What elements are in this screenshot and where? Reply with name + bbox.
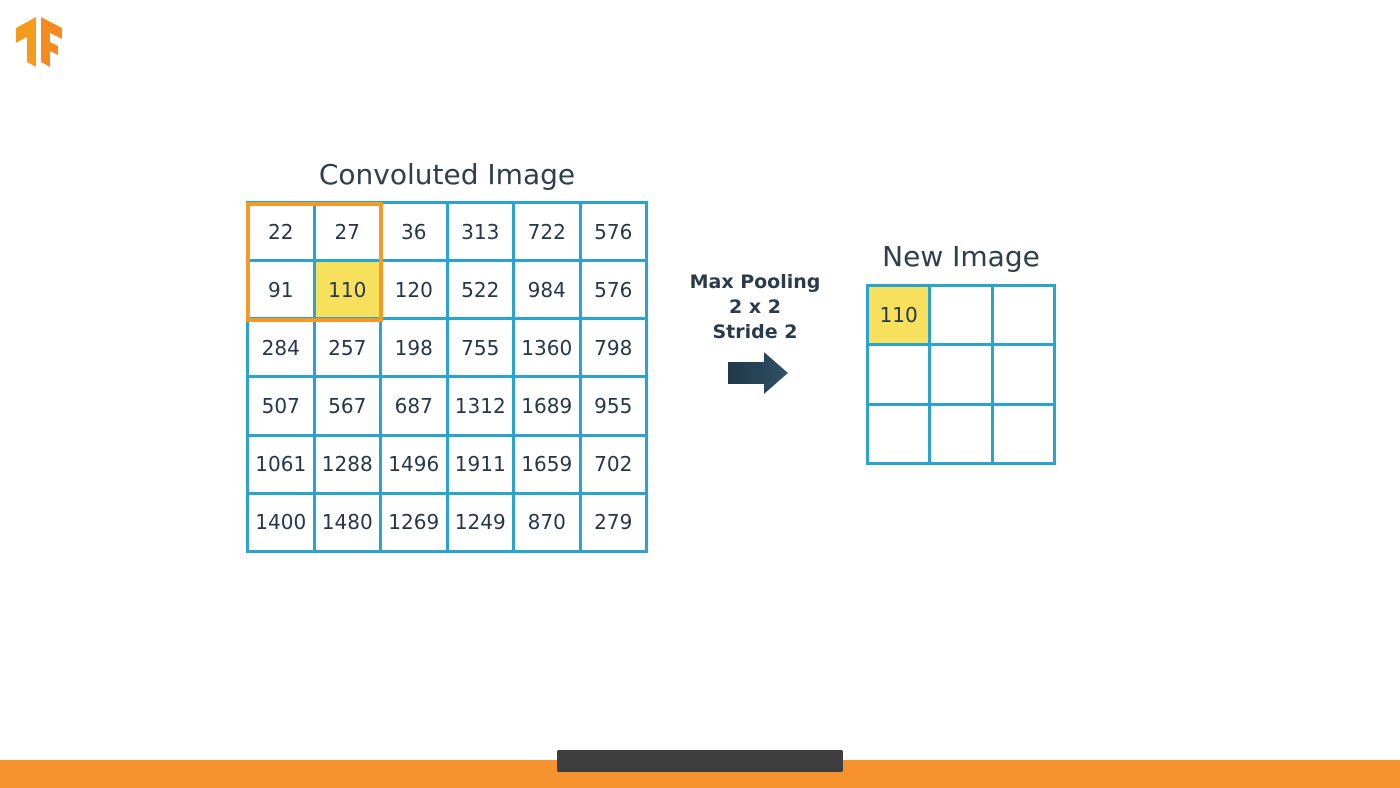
new-image-row xyxy=(865,343,1057,406)
convoluted-image-cell: 507 xyxy=(246,375,316,437)
convoluted-image-cell: 279 xyxy=(578,491,648,554)
convoluted-image-cell: 313 xyxy=(445,200,515,263)
convoluted-image-cell: 984 xyxy=(512,259,582,321)
new-image-cell xyxy=(865,343,932,406)
convoluted-image-cell: 1269 xyxy=(379,491,449,554)
convoluted-image-cell: 1496 xyxy=(379,433,449,495)
convoluted-image-cell: 567 xyxy=(312,375,382,437)
convoluted-image-cell: 1659 xyxy=(512,433,582,495)
new-image-row: 110 xyxy=(865,283,1057,347)
new-image-cell xyxy=(990,343,1057,406)
convoluted-image-cell: 687 xyxy=(379,375,449,437)
convoluted-image-cell: 1400 xyxy=(246,491,316,554)
operation-label: Max Pooling 2 x 2 Stride 2 xyxy=(680,270,830,345)
convoluted-image-cell: 1360 xyxy=(512,317,582,379)
new-image-cell xyxy=(928,402,994,466)
convoluted-image-cell: 198 xyxy=(379,317,449,379)
convoluted-image-cell: 110 xyxy=(312,259,382,321)
new-image-cell xyxy=(990,283,1057,347)
convoluted-image-cell: 1911 xyxy=(445,433,515,495)
convoluted-image-cell: 1249 xyxy=(445,491,515,554)
convoluted-image-cell: 27 xyxy=(312,200,382,263)
new-image-cell xyxy=(928,283,994,347)
new-image-row xyxy=(865,402,1057,466)
tensorflow-logo-icon xyxy=(16,17,62,67)
convoluted-image-cell: 1689 xyxy=(512,375,582,437)
convoluted-image-cell: 576 xyxy=(578,200,648,263)
pool-size: 2 x 2 xyxy=(729,296,781,318)
convoluted-image-cell: 798 xyxy=(578,317,648,379)
convoluted-image-cell: 870 xyxy=(512,491,582,554)
stride-label: Stride 2 xyxy=(712,321,798,343)
arrow-right-icon xyxy=(728,352,788,394)
convoluted-image-cell: 284 xyxy=(246,317,316,379)
convoluted-image-cell: 120 xyxy=(379,259,449,321)
convoluted-image-cell: 1480 xyxy=(312,491,382,554)
new-image-cell xyxy=(865,402,932,466)
convoluted-image-cell: 522 xyxy=(445,259,515,321)
convoluted-image-cell: 36 xyxy=(379,200,449,263)
convoluted-image-cell: 22 xyxy=(246,200,316,263)
convoluted-image-title: Convoluted Image xyxy=(318,158,576,191)
caption-bar xyxy=(557,750,843,772)
convoluted-image-cell: 91 xyxy=(246,259,316,321)
operation-name: Max Pooling xyxy=(689,271,821,293)
convoluted-image-cell: 257 xyxy=(312,317,382,379)
new-image-cell: 110 xyxy=(865,283,932,347)
new-image-title: New Image xyxy=(882,240,1040,273)
new-image-grid: 110 xyxy=(865,283,1057,466)
new-image-cell xyxy=(928,343,994,406)
convoluted-image-cell: 1288 xyxy=(312,433,382,495)
convoluted-image-cell: 1061 xyxy=(246,433,316,495)
convoluted-image-cell: 755 xyxy=(445,317,515,379)
convoluted-image-cell: 702 xyxy=(578,433,648,495)
convoluted-image-cell: 955 xyxy=(578,375,648,437)
convoluted-image-cell: 1312 xyxy=(445,375,515,437)
new-image-cell xyxy=(990,402,1057,466)
convoluted-image-cell: 576 xyxy=(578,259,648,321)
convoluted-image-cell: 722 xyxy=(512,200,582,263)
